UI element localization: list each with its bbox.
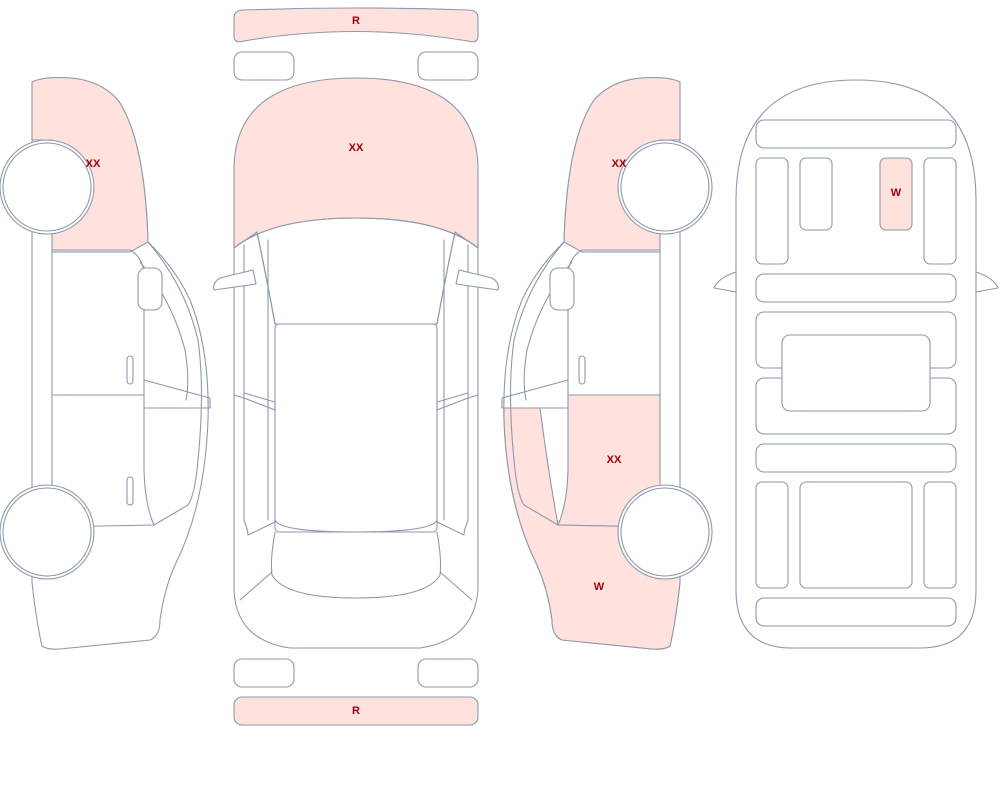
left-a-pillar [256,231,276,325]
right-door-line [436,392,479,411]
left-front-door [51,249,145,396]
right-window-frame [509,241,565,526]
front-bumper[interactable] [233,696,479,726]
right-a-pillar [436,231,456,325]
trunk-lid [239,571,473,601]
underbody-panel-left-1 [755,157,789,265]
left-side-view: XX [0,76,211,650]
underbody-panel-rear [755,597,957,627]
underbody-panel-label: W [891,187,902,199]
roof [274,323,438,533]
top-body-outline [233,239,479,649]
right-mirror [549,267,575,311]
rear-window [270,531,442,599]
underbody-panel-right-1 [923,157,957,265]
underbody-outline [735,79,977,649]
left-front-handle [126,355,134,385]
underbody-panel-left-2 [799,157,833,231]
right-front-fender-label: XX [612,158,627,170]
front-bumper-label: R [352,705,360,717]
underbody-panel-rear-left [755,481,789,589]
left-b-pillar [143,379,211,409]
hood-label: XX [349,142,364,154]
front-right-light [417,658,479,688]
right-rear-wheel [620,487,710,577]
underbody-panel-right-2[interactable] [879,157,913,231]
right-front-door [567,249,661,396]
underbody-view: W [713,79,999,649]
underbody-panel-mid-1 [755,273,957,303]
underbody-right-mirror [975,271,999,293]
right-rear-door-label: XX [607,454,622,466]
right-side-windows [436,244,469,536]
right-rear-quarter[interactable] [503,407,681,650]
top-left-mirror [213,269,257,291]
underbody-panel-center [781,334,931,412]
windshield [233,217,479,325]
underbody-panel-rear-right [923,481,957,589]
hood[interactable] [233,77,479,249]
left-window-frame [147,241,203,526]
right-rear-quarter-label: W [594,581,605,593]
underbody-panel-rear-center [799,481,913,589]
underbody-panel-front [755,119,957,149]
rear-right-light [417,51,479,81]
left-rear-handle [126,476,134,506]
right-b-pillar [501,379,569,409]
right-side-view: XX XX W [501,76,713,650]
left-door-line [233,392,276,411]
left-mirror [137,267,163,311]
front-left-light [233,658,295,688]
rear-bumper[interactable] [233,7,479,43]
underbody-panel-mid-4 [755,443,957,473]
top-right-mirror [455,269,499,291]
right-front-handle [578,355,586,385]
rear-bumper-label: R [352,15,360,27]
roof-lower-edge [274,519,438,533]
underbody-left-mirror [713,271,737,293]
top-view: R XX R [213,7,499,726]
right-front-wheel [620,142,710,232]
left-side-windows [243,244,276,536]
rear-left-light [233,51,295,81]
left-rear-wheel [2,487,92,577]
left-front-wheel [2,142,92,232]
left-front-fender-label: XX [86,158,101,170]
